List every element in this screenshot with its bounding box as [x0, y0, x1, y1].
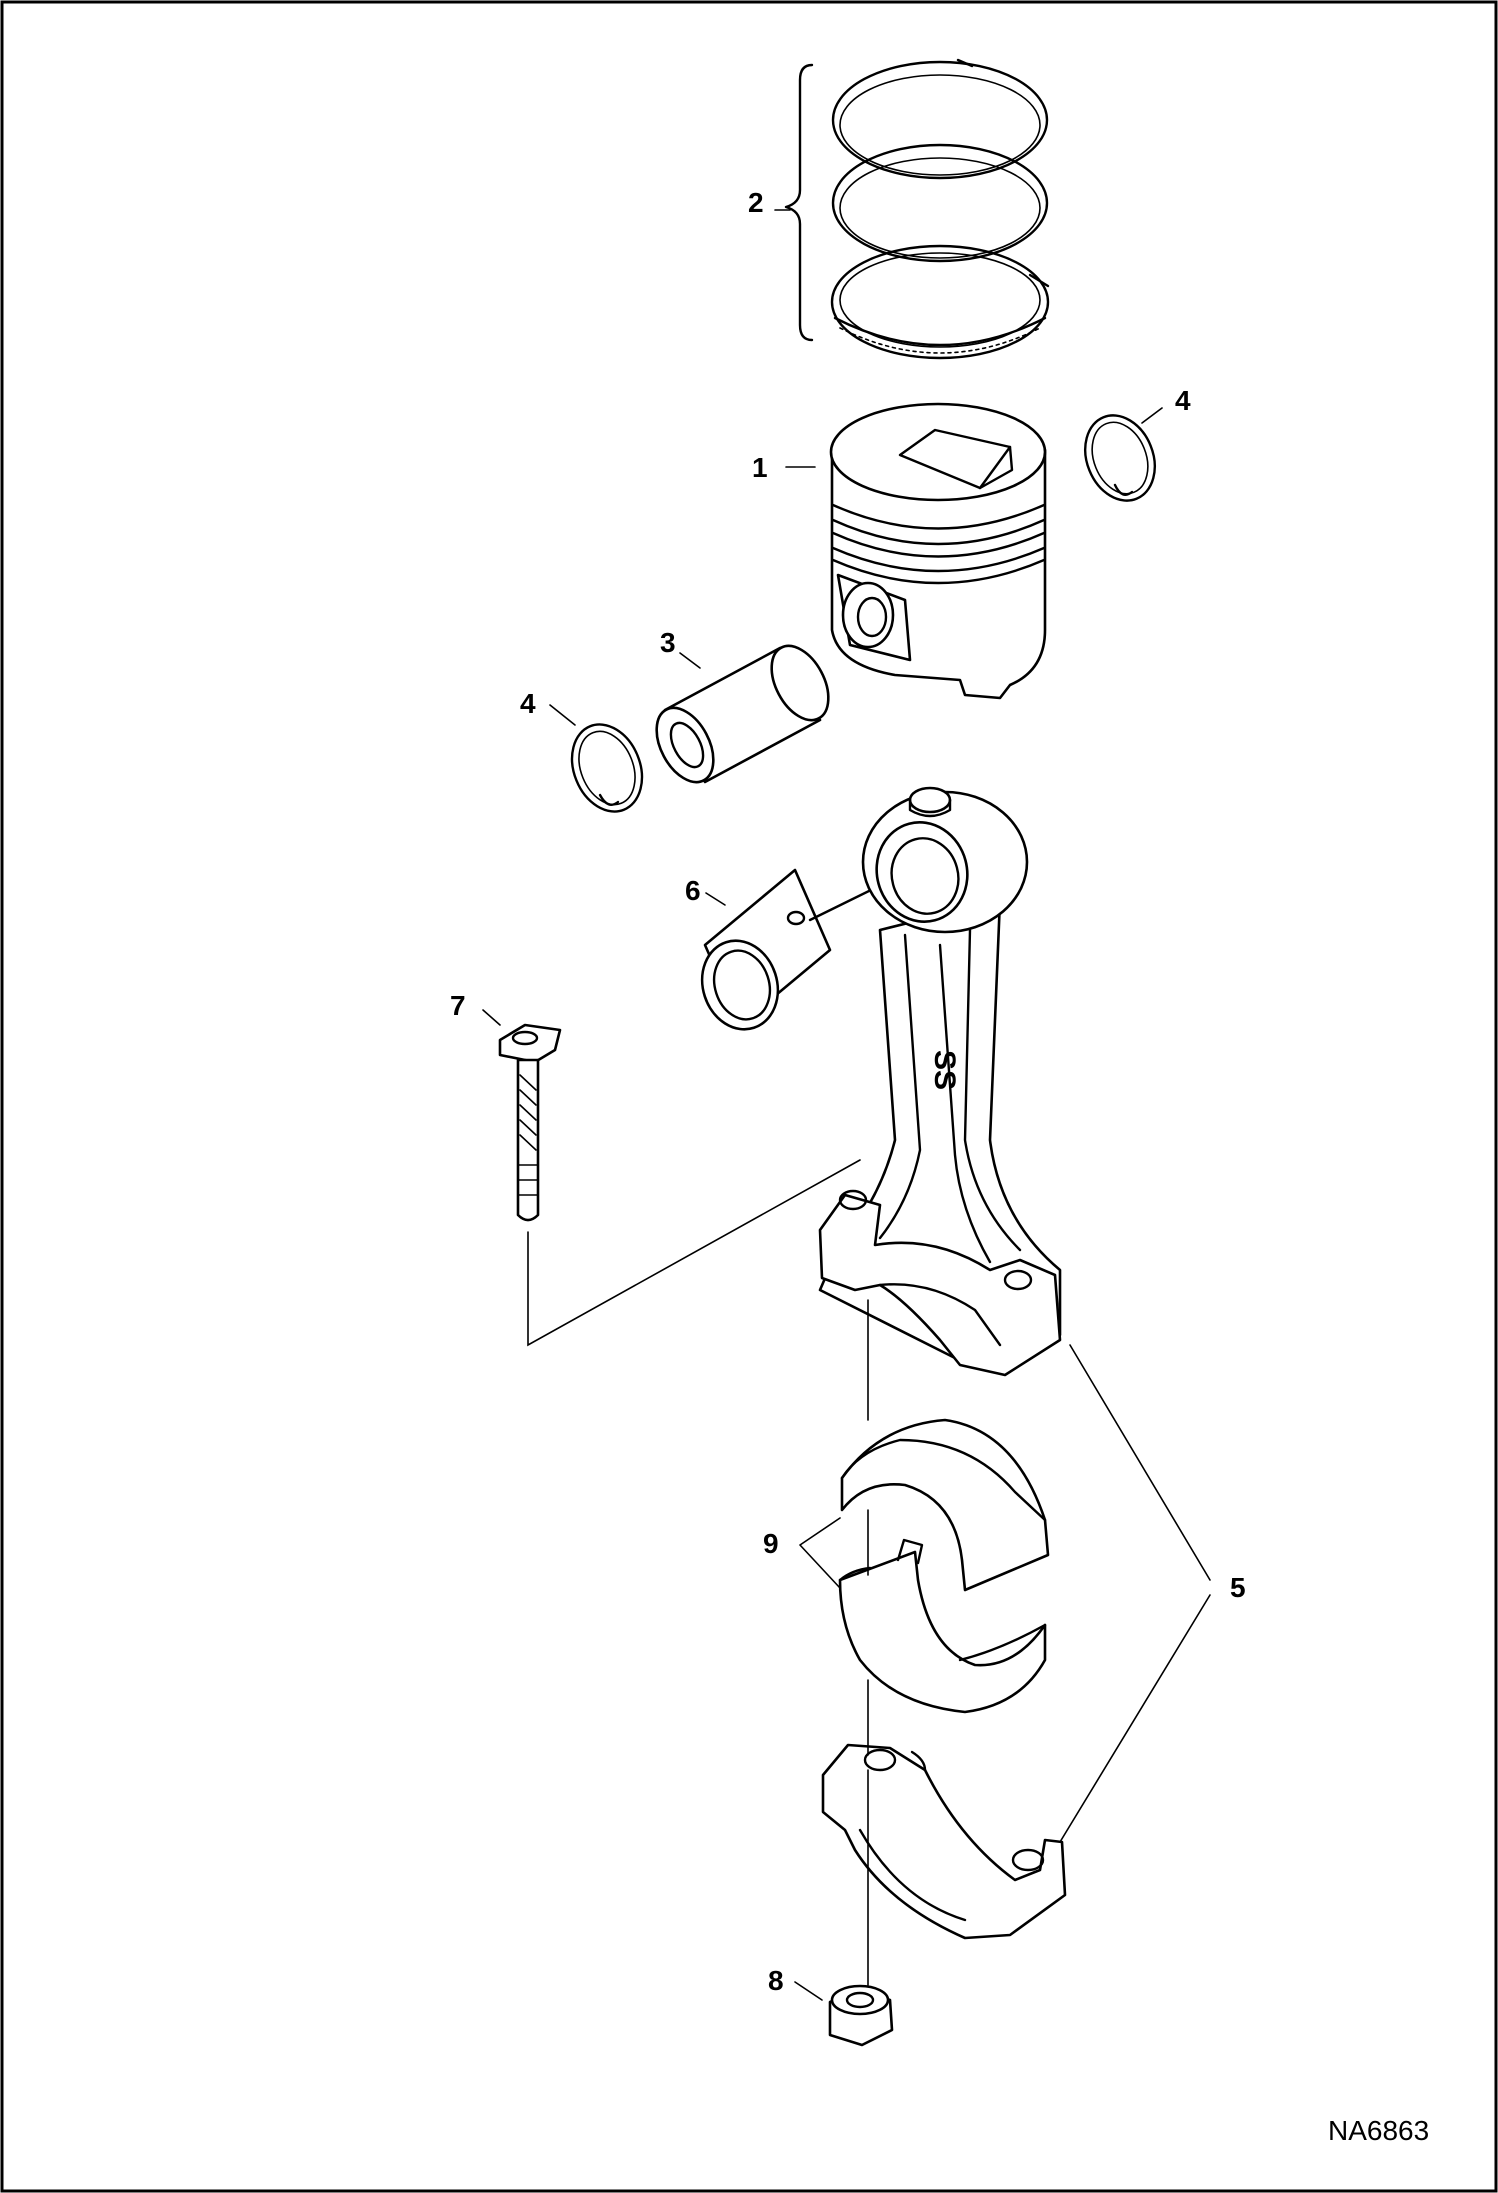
top-ring [831, 58, 1049, 180]
callout-7: 7 [450, 990, 466, 1021]
callout-4-right: 4 [1175, 385, 1191, 416]
callout-labels: 2 1 4 3 4 6 7 9 5 8 [450, 187, 1246, 1996]
callout-2: 2 [748, 187, 764, 218]
connecting-rod: SS [818, 786, 1062, 1377]
retainer-ring-right [1084, 414, 1156, 502]
bearing-shells [838, 1418, 1050, 1714]
retainer-ring-left [570, 723, 644, 813]
small-end-bushing [700, 868, 877, 1031]
callout-8: 8 [768, 1965, 784, 1996]
leader-lines [482, 209, 1211, 2001]
callout-9: 9 [763, 1528, 779, 1559]
piston-rings [784, 58, 1050, 360]
figure-id: NA6863 [1328, 2115, 1429, 2146]
callout-1: 1 [752, 452, 768, 483]
connecting-rod-cap [821, 1743, 1067, 1940]
callout-5: 5 [1230, 1572, 1246, 1603]
piston-pin-boss [836, 573, 912, 662]
callout-3: 3 [660, 627, 676, 658]
rod-nut [828, 1984, 894, 2047]
rod-bolt [498, 1023, 562, 1222]
middle-ring [831, 143, 1049, 263]
assembly-lines [527, 1159, 869, 1986]
callout-6: 6 [685, 875, 701, 906]
callout-4-left: 4 [520, 688, 536, 719]
oil-ring [830, 244, 1050, 360]
piston-pin [655, 644, 830, 784]
rod-marking: SS [928, 1050, 961, 1090]
rings-brace [784, 63, 814, 342]
piston [829, 402, 1047, 700]
